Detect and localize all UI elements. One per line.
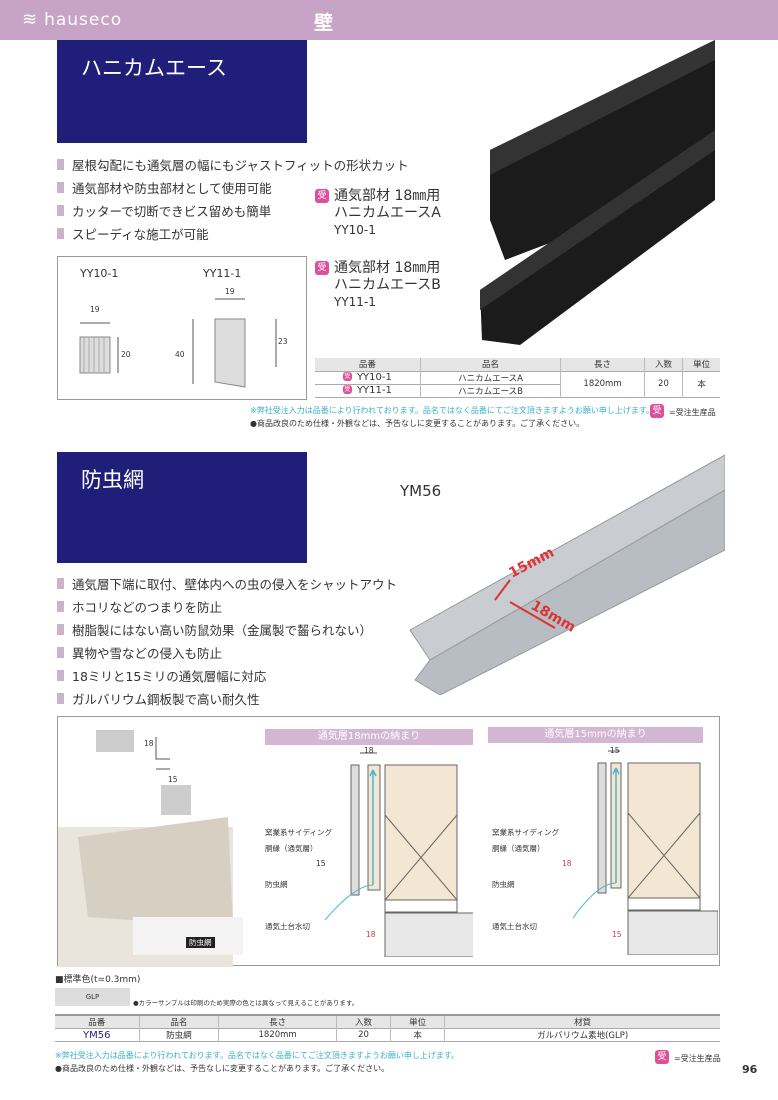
feature-item: スピーディな施工が可能 <box>57 222 409 245</box>
order-note: ※弊社受注入力は品番により行われております。品名ではなく品番にてご注文頂きますよ… <box>250 406 655 415</box>
feature-item: カッターで切断できビス留めも簡単 <box>57 199 409 222</box>
dim-label: 23 <box>278 337 288 346</box>
page-number: 96 <box>742 1063 758 1076</box>
photo-label: 防虫網 <box>186 937 215 948</box>
spec-change-note: ●商品改良のため仕様・外観などは、予告なしに変更することがあります。ご了承くださ… <box>55 1064 390 1073</box>
dimension-diagram: YY10-1 YY11-1 19 20 19 40 23 <box>57 256 307 400</box>
dim-label: 18 <box>144 739 154 748</box>
made-to-order-badge: 受 <box>315 189 329 203</box>
section-title-insect-net: 防虫網 <box>57 452 307 563</box>
feature-item: 通気部材や防虫部材として使用可能 <box>57 176 409 199</box>
feature-list: 通気層下端に取付、壁体内への虫の侵入をシャットアウト ホコリなどのつまりを防止 … <box>57 572 397 710</box>
product-a-label: 受通気部材 18㎜用 ハニカムエースA YY10-1 <box>315 188 441 239</box>
logo-text: hauseco <box>44 9 123 30</box>
dim-label: 19 <box>225 287 235 296</box>
feature-item: 18ミリと15ミリの通気層幅に対応 <box>57 664 397 687</box>
installation-detail-box: 18 15 防虫網 通気層18mmの納まり 18 15 18 窯業系サイディング… <box>57 716 720 967</box>
feature-item: 異物や雪などの侵入も防止 <box>57 641 397 664</box>
diagram-code-b: YY11-1 <box>203 267 242 280</box>
product-b-label: 受通気部材 18㎜用 ハニカムエースB YY11-1 <box>315 260 441 311</box>
feature-item: ホコリなどのつまりを防止 <box>57 595 397 618</box>
detail-18mm: 通気層18mmの納まり 18 15 18 窯業系サイディング 胴縁（通気層） 防… <box>265 729 473 957</box>
dim-label: 40 <box>175 350 185 359</box>
spec-change-note: ●商品改良のため仕様・外観などは、予告なしに変更することがあります。ご了承くださ… <box>250 419 585 428</box>
diagram-code-a: YY10-1 <box>80 267 119 280</box>
legend: 受=受注生産品 <box>650 404 716 418</box>
feature-list: 屋根勾配にも通気層の幅にもジャストフィットの形状カット 通気部材や防虫部材として… <box>57 153 409 245</box>
color-section-title: ■標準色(t=0.3mm) <box>55 975 141 985</box>
category-title: 壁 <box>314 12 334 34</box>
feature-item: 屋根勾配にも通気層の幅にもジャストフィットの形状カット <box>57 153 409 176</box>
order-note: ※弊社受注入力は品番により行われております。品名ではなく品番にてご注文頂きますよ… <box>55 1051 460 1060</box>
color-note: ●カラーサンプルは印刷のため実際の色とは異なって見えることがあります。 <box>133 999 359 1007</box>
dim-label: 19 <box>90 305 100 314</box>
feature-item: 樹脂製にはない高い防鼠効果（金属製で齧られない） <box>57 618 397 641</box>
detail-15mm: 通気層15mmの納まり 15 18 15 窯業系サイディング 胴縁（通気層） 防… <box>488 727 718 955</box>
detail-title: 通気層18mmの納まり <box>265 729 473 745</box>
dim-label: 15 <box>168 775 178 784</box>
honeycomb-product-photo <box>480 40 715 345</box>
product-code-label: YM56 <box>400 482 442 500</box>
wave-icon: ≋ <box>22 9 39 30</box>
feature-item: ガルバリウム鋼板製で高い耐久性 <box>57 687 397 710</box>
made-to-order-badge: 受 <box>315 261 329 275</box>
detail-title: 通気層15mmの納まり <box>488 727 703 743</box>
insect-net-product-photo: 15mm 18mm <box>409 454 725 695</box>
dim-label: 20 <box>121 350 131 359</box>
feature-item: 通気層下端に取付、壁体内への虫の侵入をシャットアウト <box>57 572 397 595</box>
color-swatch-glp: GLP <box>55 988 130 1006</box>
header-bar <box>0 0 778 40</box>
section-title-honeycomb: ハニカムエース <box>57 40 307 143</box>
legend: 受=受注生産品 <box>655 1050 721 1064</box>
brand-logo: ≋hauseco <box>22 9 122 30</box>
